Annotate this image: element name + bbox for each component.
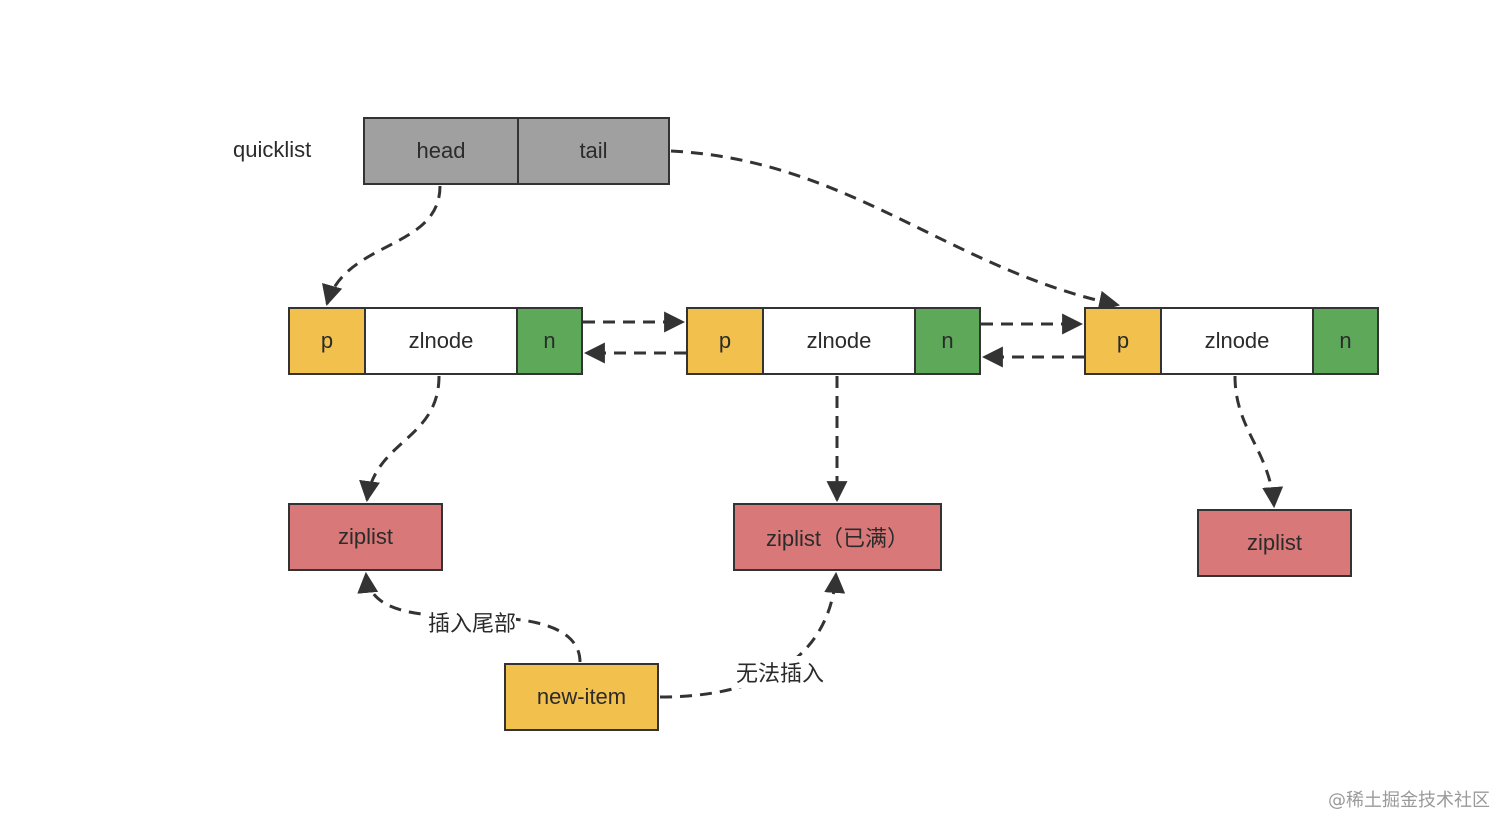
node-next-field: n [516,309,581,373]
edge-label-cannot-insert: 无法插入 [736,656,825,688]
quicklist-label: quicklist [233,137,312,162]
node-prev-label: p [718,328,732,353]
ziplist-2-label: ziplist（已满） [765,526,909,551]
ziplist-3: ziplist [1197,509,1352,577]
node-prev-field: p [688,309,762,373]
ziplist-3-label: ziplist [1246,530,1302,555]
head-field: head [365,119,517,183]
edge-node1-ziplist [359,375,441,503]
ziplist-1-label: ziplist [337,524,393,549]
node-prev-label: p [320,328,334,353]
edge-tail-to-node3 [670,149,1121,312]
quicklist-node-2: p zlnode n [686,307,981,375]
quicklist-struct: head tail [363,117,670,185]
node-next-label: n [1339,328,1352,353]
node-body-label: zlnode [806,328,872,353]
ziplist-1: ziplist [288,503,443,571]
watermark: @稀土掘金技术社区 [1328,790,1490,811]
edge-node3-ziplist [1233,375,1284,509]
tail-field: tail [517,119,668,183]
node-next-field: n [914,309,979,373]
node-body-label: zlnode [1204,328,1270,353]
new-item-box: new-item [504,663,659,731]
node-body-field: zlnode [762,309,914,373]
node-prev-label: p [1116,328,1130,353]
node-prev-field: p [290,309,364,373]
edge-label-insert-tail: 插入尾部 [428,606,517,638]
node-body-field: zlnode [1160,309,1312,373]
quicklist-node-1: p zlnode n [288,307,583,375]
node-next-label: n [543,328,556,353]
node-body-label: zlnode [408,328,474,353]
node-body-field: zlnode [364,309,516,373]
node-next-field: n [1312,309,1377,373]
node-next-label: n [941,328,954,353]
tail-label: tail [579,138,608,163]
head-label: head [416,138,466,163]
ziplist-2-full: ziplist（已满） [733,503,942,571]
node-prev-field: p [1086,309,1160,373]
edge-head-to-node1 [322,185,442,307]
new-item-label: new-item [536,684,627,709]
quicklist-node-3: p zlnode n [1084,307,1379,375]
